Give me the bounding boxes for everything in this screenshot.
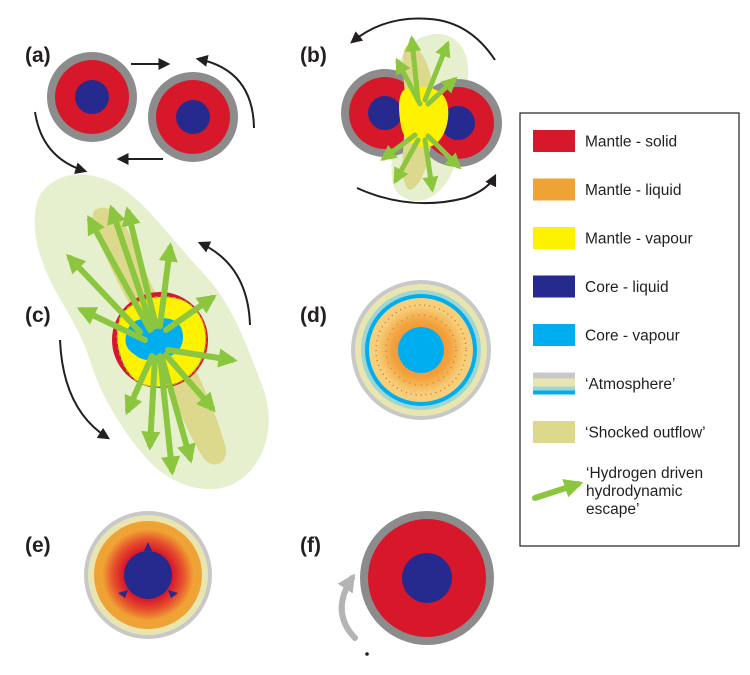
- legend-item: Core - vapour: [533, 324, 680, 346]
- legend-item: Mantle - liquid: [533, 178, 682, 201]
- legend-swatch-band: [533, 386, 575, 391]
- orbit-arrow-a-right: [195, 55, 255, 129]
- accretion-arrow-f: [337, 573, 358, 641]
- legend-item: ‘Atmosphere’: [533, 372, 675, 395]
- legend-label: Core - vapour: [585, 328, 680, 345]
- legend-swatch-band: [533, 390, 575, 395]
- legend-swatch: [533, 227, 575, 249]
- panel-a-label: (a): [25, 44, 51, 67]
- legend-label: ‘Shocked outflow’: [585, 425, 706, 442]
- orbit-arrow-c-left: [59, 339, 111, 440]
- orbit-arrow-a-left: [34, 111, 88, 174]
- panel-e-label: (e): [25, 534, 51, 557]
- escape-arrows-b: [380, 35, 462, 193]
- panel-b: (b): [300, 17, 502, 205]
- legend-item: Mantle - solid: [533, 130, 677, 152]
- legend-swatch: [533, 421, 575, 443]
- panel-c: (c): [25, 174, 269, 490]
- body-f-final: [360, 511, 494, 645]
- legend-item-escape: ‘Hydrogen driven hydrodynamic escape’: [532, 465, 703, 518]
- legend-swatch-band: [533, 378, 575, 387]
- panel-d-label: (d): [300, 304, 327, 327]
- legend-label: Mantle - solid: [585, 134, 677, 151]
- body-a-right: [148, 72, 238, 162]
- legend-item: ‘Shocked outflow’: [533, 421, 706, 443]
- vapour-zone-b: [399, 86, 449, 148]
- panel-d: (d): [300, 280, 491, 420]
- panel-c-label: (c): [25, 304, 51, 327]
- legend-item: Core - liquid: [533, 275, 669, 298]
- legend-swatch-band: [533, 372, 575, 379]
- legend-label: ‘Atmosphere’: [585, 376, 675, 393]
- panel-a: (a): [25, 44, 255, 174]
- panel-f: (f): [300, 511, 494, 656]
- legend-swatch: [533, 178, 575, 201]
- body-e-cooling: [84, 511, 212, 639]
- panel-e: (e): [25, 511, 212, 639]
- orbit-arrow-c-right: [197, 241, 251, 326]
- legend-label: Mantle - vapour: [585, 231, 693, 248]
- legend-escape-line-2: hydrodynamic: [586, 483, 683, 500]
- body-a-left: [47, 52, 137, 142]
- impactor-dot-f: [365, 652, 369, 656]
- legend-label: Core - liquid: [585, 279, 669, 296]
- escape-arrows-c: [66, 204, 238, 476]
- legend-item: Mantle - vapour: [533, 227, 693, 249]
- body-d-molten: [351, 280, 491, 420]
- panel-f-label: (f): [300, 534, 321, 557]
- legend-label: Mantle - liquid: [585, 182, 682, 199]
- legend-escape-line-1: ‘Hydrogen driven: [586, 465, 703, 482]
- legend-escape-line-3: escape’: [586, 501, 639, 518]
- legend-swatch: [533, 130, 575, 152]
- orbit-arrow-b-bottom: [356, 173, 497, 205]
- orbit-arrow-b-top: [350, 17, 496, 61]
- escape-arrow-icon: [532, 479, 584, 501]
- panel-b-label: (b): [300, 44, 327, 67]
- legend-swatch: [533, 324, 575, 346]
- legend-swatch: [533, 275, 575, 298]
